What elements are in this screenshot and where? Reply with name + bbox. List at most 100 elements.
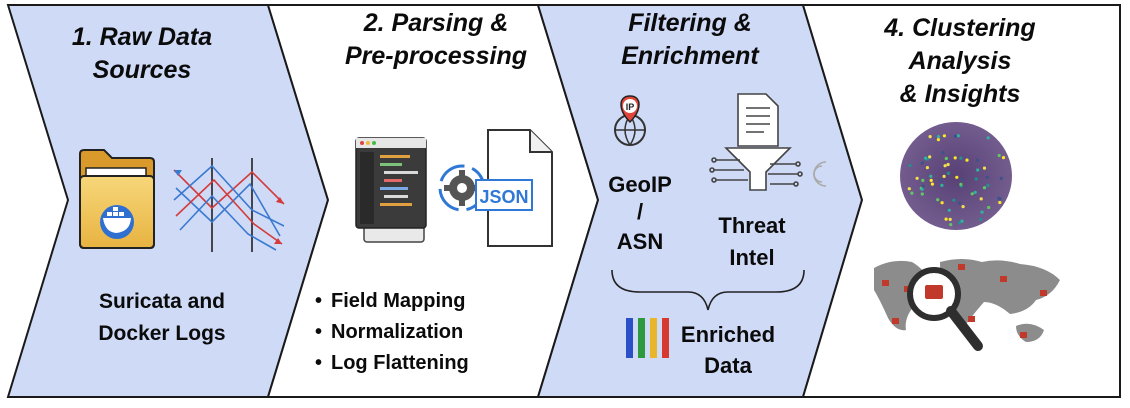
cluster-point — [960, 219, 964, 223]
enriched-data-line-2: Data — [704, 353, 752, 378]
cluster-point — [942, 134, 947, 138]
network-lines-icon — [173, 158, 285, 252]
cluster-point — [999, 176, 1003, 180]
threat-intel-line-1: Threat — [718, 213, 786, 238]
bullet-field-mapping: Field Mapping — [331, 290, 465, 312]
bullet-item: • — [315, 321, 322, 343]
cluster-point — [946, 162, 950, 167]
cluster-point — [921, 178, 925, 182]
cluster-point — [907, 187, 911, 191]
cluster-point — [976, 168, 980, 172]
cluster-point — [982, 186, 987, 190]
cluster-point — [936, 135, 941, 139]
cluster-point — [987, 205, 991, 210]
cluster-point — [936, 138, 941, 142]
cluster-point — [955, 175, 959, 179]
cluster-point — [920, 161, 924, 165]
bullet-log-flattening: Log Flattening — [331, 352, 469, 374]
cluster-point — [943, 164, 947, 168]
cluster-point — [956, 134, 960, 138]
geoip-line-2: / — [637, 199, 643, 224]
bullet-normalization: Normalization — [331, 321, 463, 343]
cluster-point — [998, 197, 1002, 201]
cluster-point — [928, 155, 932, 159]
editor-window-icon — [355, 137, 427, 243]
cluster-point — [949, 223, 953, 227]
cluster-point — [925, 166, 930, 170]
cluster-point — [908, 163, 912, 168]
cluster-point — [915, 176, 919, 180]
cluster-point — [980, 210, 984, 214]
cluster-point — [941, 151, 945, 155]
cluster-point — [982, 166, 987, 170]
filter-funnel-icon — [709, 93, 827, 191]
cluster-point — [929, 174, 933, 178]
cluster-point — [910, 191, 914, 195]
stage-2-title-line-1: 2. Parsing & — [363, 9, 509, 37]
json-file-icon: JSON — [475, 129, 553, 247]
cluster-point — [924, 156, 928, 160]
stage-4-title-line-1: 4. Clustering — [883, 14, 1035, 42]
enriched-data-line-1: Enriched — [681, 322, 775, 347]
cluster-point — [965, 158, 969, 162]
stage-1-title-line-1: 1. Raw Data — [72, 23, 212, 51]
world-map-magnifier-icon — [874, 259, 1060, 351]
stage-4-title-line-3: & Insights — [900, 80, 1021, 108]
stage-3-title-line-1: Filtering & — [628, 9, 752, 37]
cluster-point — [952, 198, 956, 202]
cluster-point — [985, 175, 989, 179]
stage-4-title-line-2: Analysis — [908, 47, 1012, 75]
cluster-point — [974, 177, 978, 181]
cluster-point — [953, 134, 957, 138]
cluster-point — [957, 201, 962, 205]
bullet-item: • — [315, 352, 322, 374]
cluster-point — [979, 217, 983, 222]
ip-globe-pin-icon: IP — [614, 95, 646, 147]
cluster-point — [920, 192, 924, 196]
cluster-point — [939, 179, 943, 183]
cluster-point — [920, 187, 924, 191]
cluster-point — [979, 197, 983, 201]
cluster-point — [959, 182, 963, 186]
stage-1-title-line-2: Sources — [93, 56, 192, 84]
cluster-point — [961, 178, 965, 182]
cluster-point — [929, 178, 933, 182]
folder-docker-icon — [79, 149, 155, 249]
cluster-point — [1001, 156, 1006, 160]
cluster-scatter-icon — [900, 122, 1012, 230]
cluster-point — [940, 183, 944, 187]
cluster-point — [998, 200, 1002, 205]
json-label: JSON — [479, 187, 528, 207]
cluster-point — [970, 192, 974, 196]
cluster-point — [944, 156, 948, 161]
enriched-data-bars-icon — [626, 318, 669, 358]
threat-intel-line-2: Intel — [729, 245, 774, 270]
cluster-point — [947, 208, 951, 212]
cluster-point — [946, 171, 951, 175]
cluster-point — [959, 156, 963, 160]
stage-2-bullet-list: • Field Mapping • Normalization • Log Fl… — [315, 290, 469, 374]
cluster-point — [944, 217, 948, 221]
stage-2-title-line-2: Pre-processing — [345, 42, 527, 70]
bullet-item: • — [315, 290, 322, 312]
cluster-point — [936, 198, 940, 202]
cluster-point — [986, 136, 990, 140]
cluster-point — [948, 217, 952, 221]
cluster-point — [928, 135, 932, 139]
cluster-point — [961, 205, 965, 209]
geoip-line-3: ASN — [617, 229, 663, 254]
cluster-point — [957, 221, 962, 225]
cluster-point — [953, 156, 957, 160]
cluster-point — [975, 158, 979, 162]
cluster-point — [942, 174, 946, 178]
stage-3-title-line-2: Enrichment — [621, 42, 760, 70]
stage-1-caption-line-1: Suricata and — [99, 290, 225, 313]
cluster-point — [940, 201, 944, 205]
geoip-line-1: GeoIP — [608, 172, 672, 197]
merge-brace — [611, 269, 805, 311]
cluster-point — [997, 153, 1001, 158]
cluster-point — [986, 183, 990, 188]
cluster-point — [921, 184, 925, 188]
cluster-point — [973, 190, 977, 194]
stage-1-caption-line-2: Docker Logs — [98, 322, 225, 345]
